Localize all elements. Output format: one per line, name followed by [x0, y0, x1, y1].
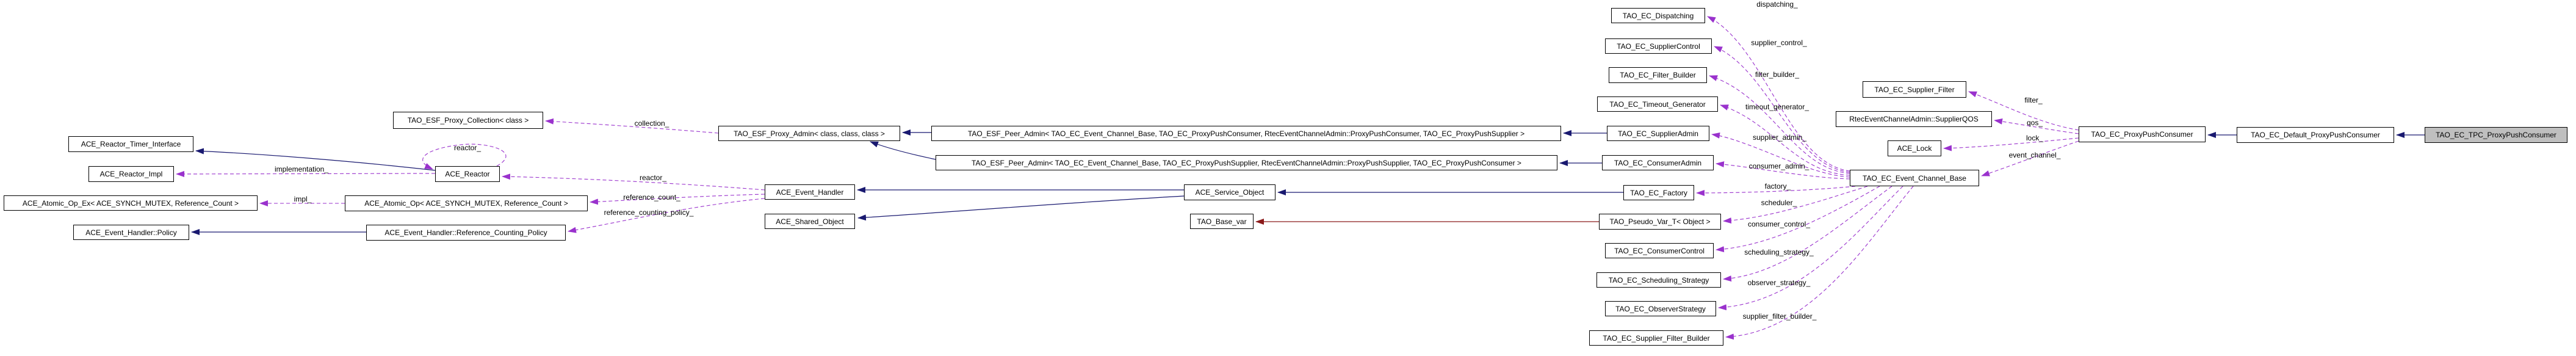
- class-node-tao-ec-suppliercontrol[interactable]: TAO_EC_SupplierControl: [1605, 38, 1712, 54]
- class-node-tao-ec-supplieradmin[interactable]: TAO_EC_SupplierAdmin: [1607, 126, 1709, 141]
- edge-proxy-admin-to-collection: [545, 118, 719, 134]
- edge-event-handler-to-ref-counting-policy: [568, 198, 765, 233]
- class-node-tao-esf-proxy-admin[interactable]: TAO_ESF_Proxy_Admin< class, class, class…: [718, 126, 900, 141]
- edge-ecb-to-timeout-generator: [1720, 104, 1850, 176]
- class-node-tao-ec-observerstrategy[interactable]: TAO_EC_ObserverStrategy: [1605, 301, 1716, 316]
- class-node-ace-atomic-op[interactable]: ACE_Atomic_Op< ACE_SYNCH_MUTEX, Referenc…: [345, 195, 588, 211]
- class-node-ace-reactor[interactable]: ACE_Reactor: [435, 166, 500, 182]
- class-node-tao-esf-peer-admin-supplier[interactable]: TAO_ESF_Peer_Admin< TAO_EC_Event_Channel…: [936, 155, 1557, 170]
- edge-label-consumer-admin: consumer_admin_: [1748, 162, 1809, 170]
- edge-label-event-channel: event_channel_: [2008, 151, 2061, 159]
- class-node-tao-ec-supplier-filter-builder[interactable]: TAO_EC_Supplier_Filter_Builder: [1589, 330, 1723, 346]
- class-node-tao-ec-factory[interactable]: TAO_EC_Factory: [1623, 185, 1694, 200]
- class-node-ace-shared-object[interactable]: ACE_Shared_Object: [765, 214, 855, 229]
- class-node-rtec-eventchanneladmin-supplierqos[interactable]: RtecEventChannelAdmin::SupplierQOS: [1836, 111, 1992, 127]
- edge-label-collection: collection_: [634, 119, 669, 128]
- edge-peer-admin-supplier-to-proxy-admin: [870, 141, 936, 160]
- class-node-tao-ec-consumercontrol[interactable]: TAO_EC_ConsumerControl: [1605, 243, 1714, 258]
- class-node-tao-ec-event-channel-base[interactable]: TAO_EC_Event_Channel_Base: [1850, 170, 1979, 186]
- edge-ace-reactor-self-loop: [422, 143, 507, 170]
- edge-label-lock: lock_: [2026, 134, 2044, 142]
- edge-ecb-to-supplieradmin: [1711, 133, 1850, 178]
- class-node-ace-event-handler-policy[interactable]: ACE_Event_Handler::Policy: [73, 225, 189, 240]
- edge-ppc-to-supplierqos: [1994, 118, 2079, 134]
- class-node-tao-ec-supplier-filter[interactable]: TAO_EC_Supplier_Filter: [1863, 81, 1966, 98]
- edge-label-supplier-admin: supplier_admin_: [1752, 133, 1807, 142]
- edge-label-reference-counting-policy: reference_counting_policy_: [604, 208, 694, 217]
- class-node-ace-service-object[interactable]: ACE_Service_Object: [1184, 184, 1275, 200]
- edge-label-reference-count: reference_count_: [623, 193, 680, 202]
- edge-label-reactor-self: reactor_: [453, 143, 482, 152]
- edge-label-filter-builder: filter_builder_: [1755, 70, 1800, 79]
- class-node-ace-reactor-timer-interface[interactable]: ACE_Reactor_Timer_Interface: [68, 136, 193, 152]
- class-node-tao-esf-peer-admin-consumer[interactable]: TAO_ESF_Peer_Admin< TAO_EC_Event_Channel…: [931, 126, 1561, 141]
- edge-ecb-to-filter-builder: [1709, 75, 1850, 174]
- edge-ppc-to-event-channel-base: [1981, 140, 2079, 176]
- edge-label-timeout-generator: timeout_generator_: [1745, 103, 1809, 111]
- class-node-tao-base-var[interactable]: TAO_Base_var: [1190, 214, 1254, 229]
- edge-ecb-to-scheduling-strategy: [1723, 186, 1892, 282]
- class-node-tao-ec-timeout-generator[interactable]: TAO_EC_Timeout_Generator: [1597, 96, 1718, 112]
- edge-label-dispatching: dispatching_: [1756, 0, 1798, 9]
- edge-event-handler-to-atomic-op: [590, 194, 765, 205]
- edge-label-impl: impl_: [294, 195, 312, 203]
- edge-ppc-to-supplier-filter: [1968, 91, 2079, 131]
- edge-ecb-to-consumercontrol: [1716, 186, 1880, 253]
- edge-ecb-to-pseudo-var: [1723, 186, 1868, 224]
- class-node-tao-ec-filter-builder[interactable]: TAO_EC_Filter_Builder: [1609, 67, 1707, 83]
- edge-event-handler-to-ace-reactor: [502, 173, 765, 191]
- edge-label-observer-strategy: observer_strategy_: [1747, 278, 1811, 287]
- edge-ace-reactor-to-timer-interface: [195, 148, 436, 171]
- edge-label-factory: factory_: [1764, 182, 1791, 191]
- class-node-tao-ec-default-proxypushconsumer[interactable]: TAO_EC_Default_ProxyPushConsumer: [2237, 127, 2394, 143]
- edge-ppc-to-ace-lock: [1943, 137, 2079, 151]
- class-node-tao-ec-proxypushconsumer[interactable]: TAO_EC_ProxyPushConsumer: [2079, 126, 2206, 142]
- edge-label-qos: qos_: [2026, 118, 2043, 127]
- class-node-tao-ec-scheduling-strategy[interactable]: TAO_EC_Scheduling_Strategy: [1596, 272, 1721, 288]
- edge-ecb-to-supplier-filter-builder: [1725, 186, 1914, 340]
- edge-ecb-to-observerstrategy: [1718, 186, 1903, 311]
- class-node-ace-atomic-op-ex[interactable]: ACE_Atomic_Op_Ex< ACE_SYNCH_MUTEX, Refer…: [4, 195, 258, 211]
- class-node-tao-esf-proxy-collection[interactable]: TAO_ESF_Proxy_Collection< class >: [393, 112, 543, 129]
- edge-label-supplier-control: supplier_control_: [1751, 38, 1807, 47]
- edge-ace-reactor-to-reactor-impl: [176, 170, 436, 177]
- edge-label-scheduling-strategy: scheduling_strategy_: [1744, 248, 1814, 256]
- edge-service-object-to-shared-object: [857, 195, 1185, 221]
- edge-label-consumer-control: consumer_control_: [1747, 220, 1811, 228]
- class-node-ace-lock[interactable]: ACE_Lock: [1888, 140, 1941, 156]
- class-node-tao-pseudo-var-t-object[interactable]: TAO_Pseudo_Var_T< Object >: [1599, 214, 1721, 230]
- edge-label-filter: filter_: [2024, 96, 2043, 104]
- class-node-tao-ec-dispatching[interactable]: TAO_EC_Dispatching: [1611, 8, 1705, 23]
- class-node-ace-event-handler[interactable]: ACE_Event_Handler: [765, 184, 855, 200]
- edge-label-reactor: reactor_: [639, 173, 667, 182]
- edge-ecb-to-suppliercontrol: [1714, 46, 1850, 173]
- edge-ecb-to-consumeradmin: [1716, 161, 1850, 180]
- edge-ecb-to-dispatching: [1707, 16, 1850, 172]
- class-node-ace-reactor-impl[interactable]: ACE_Reactor_Impl: [88, 166, 174, 182]
- edge-label-supplier-filter-builder: supplier_filter_builder_: [1742, 312, 1817, 321]
- class-node-ace-event-handler-reference-counting-policy[interactable]: ACE_Event_Handler::Reference_Counting_Po…: [366, 225, 566, 241]
- class-node-tao-ec-consumeradmin[interactable]: TAO_EC_ConsumerAdmin: [1602, 155, 1714, 170]
- edge-label-scheduler: scheduler_: [1761, 198, 1797, 207]
- class-node-tao-ec-tpc-proxypushconsumer: TAO_EC_TPC_ProxyPushConsumer: [2425, 127, 2567, 143]
- edge-label-implementation: implementation_: [274, 165, 329, 173]
